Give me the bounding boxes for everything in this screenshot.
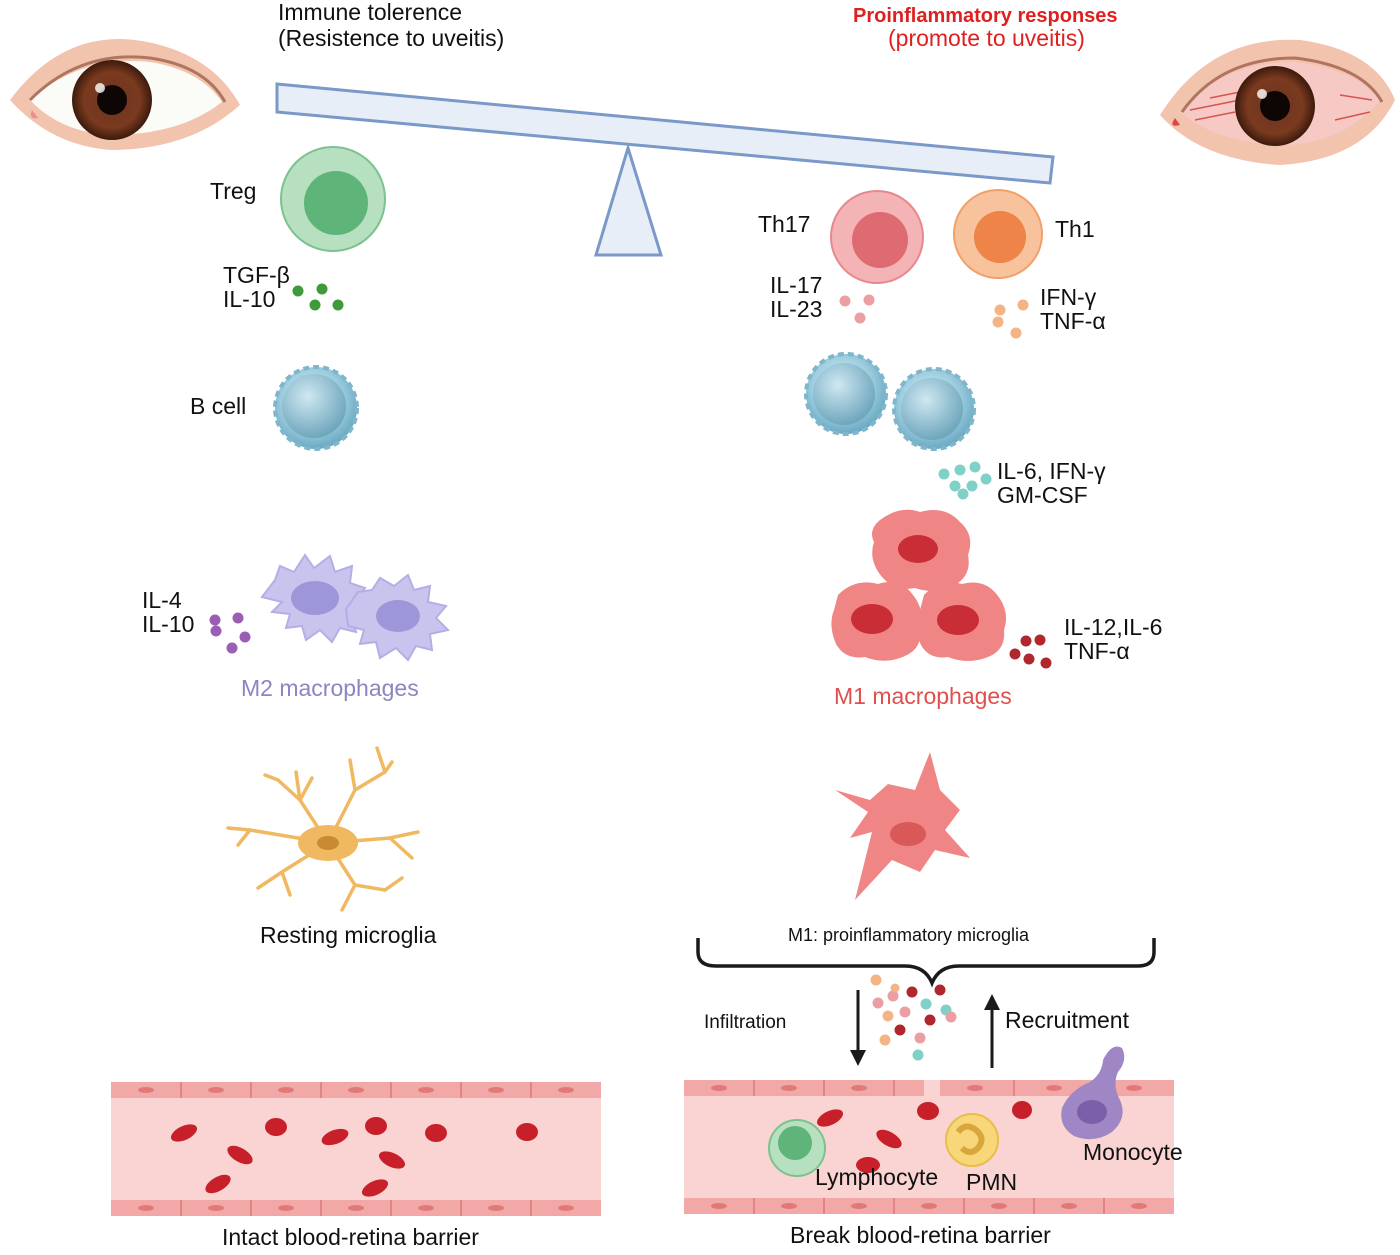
m1-macrophages-label: M1 macrophages <box>834 683 1012 709</box>
pmn-cell <box>945 1113 999 1167</box>
b-cell-cytokine-1: IL-6, IFN-γ <box>997 458 1106 484</box>
treg-cell <box>280 146 386 252</box>
monocyte-label: Monocyte <box>1083 1139 1183 1165</box>
th1-label: Th1 <box>1055 216 1095 242</box>
lymphocyte-label: Lymphocyte <box>815 1164 939 1190</box>
th1-cytokine-1: IFN-γ <box>1040 284 1097 310</box>
broken-red-blood-cells <box>816 1101 1032 1173</box>
th1-cell <box>953 189 1043 279</box>
recruitment-arrow <box>984 994 1000 1068</box>
pmn-label: PMN <box>966 1169 1018 1195</box>
inflamed-eye-icon <box>1160 39 1395 165</box>
b-cell-left <box>273 365 359 451</box>
b-cell-cytokine-dots <box>938 461 992 500</box>
m1-cytokine-dots <box>1009 634 1052 669</box>
treg-cytokine-2: IL-10 <box>223 286 276 312</box>
b-cell-cytokine-2: GM-CSF <box>997 482 1088 508</box>
left-header-line2: (Resistence to uveitis) <box>278 25 505 51</box>
th1-cytokine-dots <box>992 299 1029 339</box>
intact-barrier-label: Intact blood-retina barrier <box>222 1224 479 1250</box>
infiltration-arrow <box>850 990 866 1066</box>
intact-blood-vessel <box>111 1082 601 1216</box>
recruitment-label: Recruitment <box>1005 1007 1129 1033</box>
balance-seesaw <box>275 82 1055 257</box>
m2-cytokine-dots <box>209 612 251 654</box>
left-header-line1: Immune tolerence <box>278 0 463 25</box>
resting-microglia-label: Resting microglia <box>260 922 437 948</box>
m1-microglia-label: M1: proinflammatory microglia <box>788 925 1030 945</box>
th17-cytokine-1: IL-17 <box>770 272 823 298</box>
infiltration-label: Infiltration <box>704 1012 787 1033</box>
m1-macrophage-2 <box>831 582 922 661</box>
m2-macrophage-1 <box>260 553 370 644</box>
m1-cytokine-2: TNF-α <box>1064 638 1130 664</box>
b-cell-right-2 <box>892 367 976 451</box>
th1-cytokine-2: TNF-α <box>1040 308 1106 334</box>
th17-label: Th17 <box>758 211 811 237</box>
th17-cytokine-2: IL-23 <box>770 296 823 322</box>
microglia-brace <box>696 938 1156 988</box>
break-barrier-label: Break blood-retina barrier <box>790 1222 1051 1248</box>
treg-cytokine-dots <box>292 283 344 311</box>
m2-macrophage-2 <box>344 573 450 662</box>
right-header-line1: Proinflammatory responses <box>853 5 1118 27</box>
treg-label: Treg <box>210 178 257 204</box>
th17-cell <box>830 190 924 284</box>
m2-macrophages-label: M2 macrophages <box>241 675 419 701</box>
th17-cytokine-dots <box>839 294 875 324</box>
lymphocyte-cell <box>768 1119 826 1177</box>
normal-eye-icon <box>10 39 240 150</box>
m1-microglia-cell <box>835 752 970 900</box>
m1-cytokine-1: IL-12,IL-6 <box>1064 614 1163 640</box>
intact-red-blood-cells <box>170 1117 538 1197</box>
m2-cytokine-1: IL-4 <box>142 587 182 613</box>
right-header-line2: (promote to uveitis) <box>888 25 1085 51</box>
m1-macrophage-1 <box>872 509 971 591</box>
m2-cytokine-2: IL-10 <box>142 611 195 637</box>
resting-microglia-cell <box>226 746 420 912</box>
m1-macrophage-3 <box>917 582 1006 661</box>
monocyte-cell <box>1061 1046 1125 1140</box>
treg-cytokine-1: TGF-β <box>223 262 290 288</box>
mixed-cytokine-dots <box>870 974 957 1061</box>
b-cell-right-1 <box>804 352 888 436</box>
b-cell-label: B cell <box>190 393 247 419</box>
